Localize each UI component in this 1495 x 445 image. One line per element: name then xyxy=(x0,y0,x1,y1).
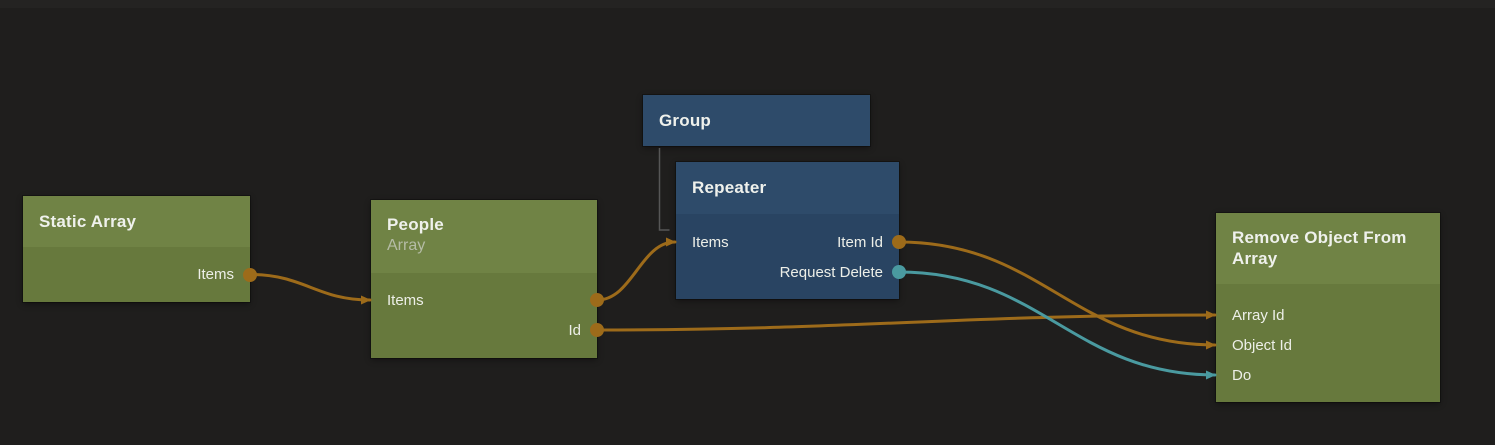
port-label: Items xyxy=(197,266,234,283)
port-label-items: Items xyxy=(692,233,729,251)
connection-repeater-item-id-out-to-remove-object-id-in[interactable] xyxy=(897,240,1217,350)
port-label: Request Delete xyxy=(779,263,883,281)
port-array-id-input[interactable]: Array Id xyxy=(1216,300,1440,330)
input-port-anchor[interactable] xyxy=(371,285,377,315)
node-title: Repeater xyxy=(692,178,767,198)
node-remove-header[interactable]: Remove Object From Array xyxy=(1216,213,1440,284)
node-people-header[interactable]: People Array xyxy=(371,200,597,273)
port-row-items-itemid[interactable]: Items Item Id xyxy=(676,227,906,257)
port-items-output[interactable]: Items xyxy=(23,260,257,290)
node-subtitle: Array xyxy=(387,237,426,255)
node-static-array-header[interactable]: Static Array xyxy=(23,196,250,247)
port-label: Object Id xyxy=(1232,336,1293,354)
connection-people-items-out-to-repeater-items-in[interactable] xyxy=(595,237,677,302)
output-port-dot[interactable] xyxy=(892,265,906,279)
node-group[interactable]: Group xyxy=(643,95,870,146)
output-port-dot[interactable] xyxy=(590,293,604,307)
port-do-input[interactable]: Do xyxy=(1216,360,1440,390)
output-port-dot[interactable] xyxy=(590,323,604,337)
port-label: Array Id xyxy=(1232,306,1285,324)
port-label-item-id: Item Id xyxy=(837,233,883,251)
node-title: People xyxy=(387,215,444,234)
connection-people-id-out-to-remove-array-id-in[interactable] xyxy=(595,310,1217,332)
node-people[interactable]: People Array Items Id xyxy=(371,200,604,358)
port-label: Items xyxy=(387,291,424,309)
connection-repeater-request-delete-out-to-remove-do-in[interactable] xyxy=(897,270,1217,380)
port-items[interactable]: Items xyxy=(371,285,604,315)
hierarchy-connector xyxy=(658,148,670,231)
node-group-header[interactable]: Group xyxy=(643,95,870,146)
node-title: Group xyxy=(659,110,711,130)
input-port-anchor[interactable] xyxy=(1216,300,1222,330)
node-title: Static Array xyxy=(39,211,137,231)
port-object-id-input[interactable]: Object Id xyxy=(1216,330,1440,360)
input-port-anchor[interactable] xyxy=(676,227,682,257)
port-request-delete-output[interactable]: Request Delete xyxy=(676,257,906,287)
connection-static-array-items-out-to-people-items-in[interactable] xyxy=(248,273,372,305)
output-port-dot[interactable] xyxy=(243,267,257,282)
canvas-top-edge xyxy=(0,0,1495,8)
input-port-anchor[interactable] xyxy=(1216,360,1222,390)
output-port-dot[interactable] xyxy=(892,235,906,249)
input-port-anchor[interactable] xyxy=(1216,330,1222,360)
port-label: Id xyxy=(568,321,581,339)
port-id-output[interactable]: Id xyxy=(371,315,604,345)
port-label: Do xyxy=(1232,366,1252,384)
node-title: Remove Object From Array xyxy=(1232,228,1407,269)
node-repeater-header[interactable]: Repeater xyxy=(676,162,899,214)
node-repeater[interactable]: Repeater Items Item Id Request Delete xyxy=(676,162,906,299)
node-remove-object-from-array[interactable]: Remove Object From Array Array Id Object… xyxy=(1216,213,1440,402)
node-static-array[interactable]: Static Array Items xyxy=(23,196,257,302)
